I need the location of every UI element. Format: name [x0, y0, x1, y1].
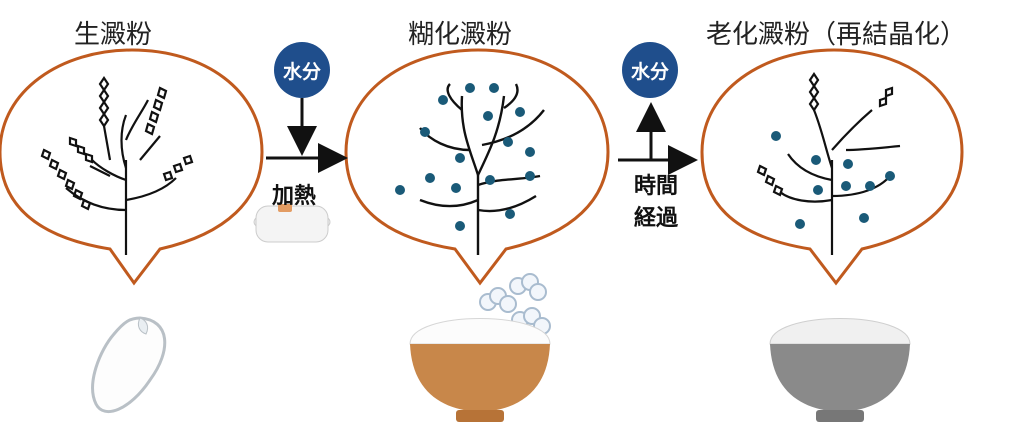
heat-label: 加熱 — [272, 184, 317, 209]
bubble-gelatinized-starch — [344, 48, 610, 286]
bubble-raw-starch — [0, 48, 264, 286]
gray-rice-bowl-icon — [769, 318, 911, 422]
stage-title-gelatinized: 糊化澱粉 — [408, 20, 513, 50]
stage-title-retrograded: 老化澱粉（再結晶化） — [706, 20, 967, 50]
retrograded-starch-molecule — [756, 72, 901, 255]
raw-starch-molecule — [40, 76, 194, 255]
time-label-line2: 経過 — [634, 206, 679, 231]
time-arrows — [618, 102, 698, 175]
gelatinized-starch-molecule — [395, 83, 545, 255]
stage-title-raw: 生澱粉 — [74, 20, 153, 50]
rice-cooker-icon — [253, 204, 331, 243]
water-out-badge: 水分 — [622, 42, 678, 98]
heat-arrows — [266, 98, 348, 173]
water-in-badge: 水分 — [274, 42, 330, 98]
time-label-line1: 時間 — [634, 174, 679, 199]
steaming-rice-bowl-icon — [409, 273, 551, 422]
rice-grain-icon — [91, 316, 167, 414]
